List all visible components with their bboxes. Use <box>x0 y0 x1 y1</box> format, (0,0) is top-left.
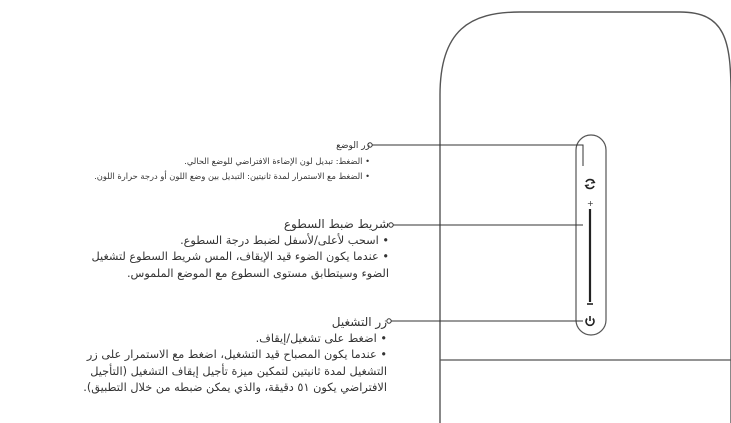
callout-bullet-continuation: الافتراضي يكون ٥١ دقيقة، والذي يمكن ضبطه… <box>83 381 387 394</box>
callout-bullet-continuation: الضوء وسيتطابق مستوى السطوع مع الموضع ال… <box>126 266 389 280</box>
callout-bullet: الضغط: تبديل لون الإضاءة الافتراضي للوضع… <box>94 154 370 169</box>
leader-power <box>386 318 583 324</box>
callout-bullet-continuation: التشغيل لمدة ثانيتين لتمكين ميزة تأجيل إ… <box>90 364 387 378</box>
leader-mode <box>367 142 584 166</box>
callout-bullet: اسحب لأعلى/لأسفل لضبط درجة السطوع. <box>91 233 389 250</box>
callout-bullet: الضغط مع الاستمرار لمدة ثانيتين: التبديل… <box>94 169 370 184</box>
callout-bullet: عندما يكون الضوء قيد الإيقاف، المس شريط … <box>91 249 389 266</box>
callout-title: زر الوضع <box>336 141 370 151</box>
callout-title: شريط ضبط السطوع <box>283 217 389 231</box>
plus-label: + <box>587 199 594 208</box>
brightness-bar-callout: شريط ضبط السطوع اسحب لأعلى/لأسفل لضبط در… <box>91 216 389 282</box>
power-button-callout: زر التشغيل اضغط على تشغيل/إيقاف. عندما ي… <box>83 314 387 397</box>
lamp-body <box>439 11 731 423</box>
callout-bullet: اضغط على تشغيل/إيقاف. <box>83 331 387 348</box>
mode-button-callout: زر الوضع الضغط: تبديل لون الإضاءة الافتر… <box>94 139 370 184</box>
callout-bullet: عندما يكون المصباح قيد التشغيل، اضغط مع … <box>83 347 387 364</box>
mode-cycle-icon[interactable] <box>584 178 596 190</box>
leader-brightness <box>388 222 583 228</box>
control-strip <box>575 134 607 336</box>
callout-title: زر التشغيل <box>331 315 387 329</box>
power-icon[interactable] <box>585 316 595 327</box>
